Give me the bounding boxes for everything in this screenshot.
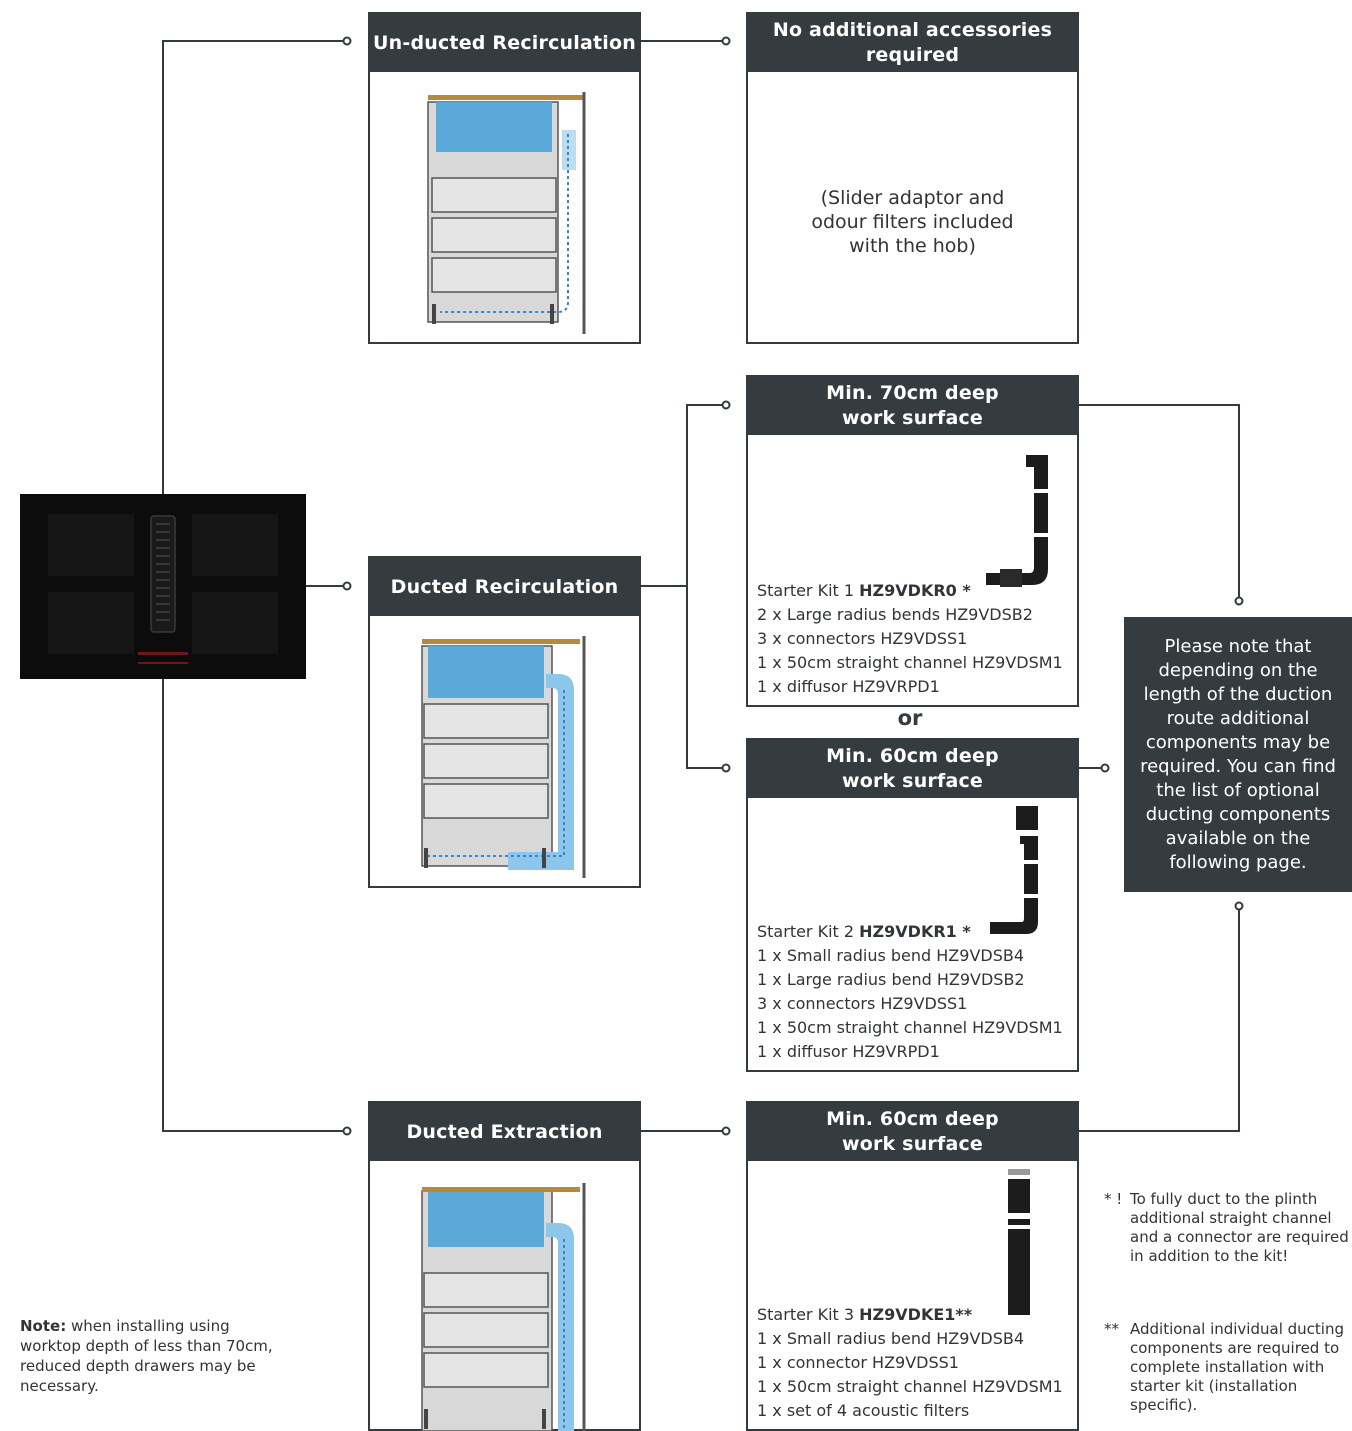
option-ducted-recirculation: Ducted Recirculation: [368, 556, 641, 888]
ducting-parts-icon: [990, 806, 1040, 934]
no-accessories-panel: No additional accessories required (Slid…: [746, 12, 1079, 344]
footnote-mark: **: [1104, 1320, 1119, 1338]
hob-image: [20, 494, 306, 679]
kit-3-item: 1 x connector HZ9VDSS1: [757, 1353, 959, 1372]
option-title: Ducted Recirculation: [370, 558, 639, 616]
worktop-depth-note: Note: when installing using worktop dept…: [20, 1316, 290, 1396]
kit-3-item: 1 x set of 4 acoustic filters: [757, 1401, 970, 1420]
kit-3-item: 1 x 50cm straight channel HZ9VDSM1: [757, 1377, 1063, 1396]
kit-2-name: Starter Kit 2 HZ9VDKR1 *: [757, 922, 971, 941]
footnote-double-star: ** Additional individual ducting compone…: [1104, 1320, 1352, 1420]
option-unducted-recirculation: Un-ducted Recirculation: [368, 12, 641, 344]
kit-3-item: 1 x Small radius bend HZ9VDSB4: [757, 1329, 1025, 1348]
additional-components-note: Please note that depending on the length…: [1124, 617, 1352, 892]
starter-kit-2-panel: Min. 60cm deep work surface Starter Kit …: [746, 738, 1079, 1072]
cabinet-diagram-ducted-extraction: [421, 1183, 586, 1431]
option-title: Ducted Extraction: [370, 1103, 639, 1161]
cabinet-diagram-unducted: [427, 92, 586, 334]
or-separator: or: [897, 706, 923, 730]
additional-components-note-text: Please note that depending on the length…: [1140, 635, 1336, 873]
footnote-mark: * !: [1104, 1190, 1123, 1208]
no-accessories-title: No additional accessories required: [748, 14, 1077, 72]
kit-2-item: 1 x Small radius bend HZ9VDSB4: [757, 946, 1025, 965]
kit-2-item: 1 x diffusor HZ9VRPD1: [757, 1042, 940, 1061]
kit-1-contents: Starter Kit 1 HZ9VDKR0 * 2 x Large radiu…: [757, 579, 1063, 699]
kit-2-item: 3 x connectors HZ9VDSS1: [757, 994, 968, 1013]
option-ducted-extraction: Ducted Extraction: [368, 1101, 641, 1431]
note-text: when installing using worktop depth of l…: [20, 1317, 273, 1395]
kit-1-name: Starter Kit 1 HZ9VDKR0 *: [757, 581, 971, 600]
starter-kit-3-panel: Min. 60cm deep work surface Starter Kit …: [746, 1101, 1079, 1431]
no-accessories-body: (Slider adaptor and odour filters includ…: [811, 187, 1014, 257]
footnote-text: To fully duct to the plinth additional s…: [1130, 1190, 1349, 1265]
kit-2-item: 1 x Large radius bend HZ9VDSB2: [757, 970, 1025, 989]
ducting-parts-icon: [1008, 1169, 1030, 1315]
kit-1-item: 1 x diffusor HZ9VRPD1: [757, 677, 940, 696]
kit-1-title: Min. 70cm deep work surface: [748, 377, 1077, 435]
kit-2-title: Min. 60cm deep work surface: [748, 740, 1077, 798]
kit-1-item: 3 x connectors HZ9VDSS1: [757, 629, 968, 648]
cabinet-diagram-ducted-recirculation: [421, 636, 586, 878]
kit-2-contents: Starter Kit 2 HZ9VDKR1 * 1 x Small radiu…: [757, 920, 1063, 1064]
kit-1-item: 2 x Large radius bends HZ9VDSB2: [757, 605, 1033, 624]
footnote-single-star: * ! To fully duct to the plinth addition…: [1104, 1190, 1352, 1290]
option-title: Un-ducted Recirculation: [370, 14, 639, 72]
kit-1-item: 1 x 50cm straight channel HZ9VDSM1: [757, 653, 1063, 672]
kit-2-item: 1 x 50cm straight channel HZ9VDSM1: [757, 1018, 1063, 1037]
footnote-text: Additional individual ducting components…: [1130, 1320, 1344, 1414]
ducting-parts-icon: [986, 455, 1050, 587]
kit-3-name: Starter Kit 3 HZ9VDKE1**: [757, 1305, 973, 1324]
note-label: Note:: [20, 1317, 67, 1335]
kit-3-title: Min. 60cm deep work surface: [748, 1103, 1077, 1161]
kit-3-contents: Starter Kit 3 HZ9VDKE1** 1 x Small radiu…: [757, 1303, 1063, 1423]
starter-kit-1-panel: Min. 70cm deep work surface Starter Kit …: [746, 375, 1079, 707]
